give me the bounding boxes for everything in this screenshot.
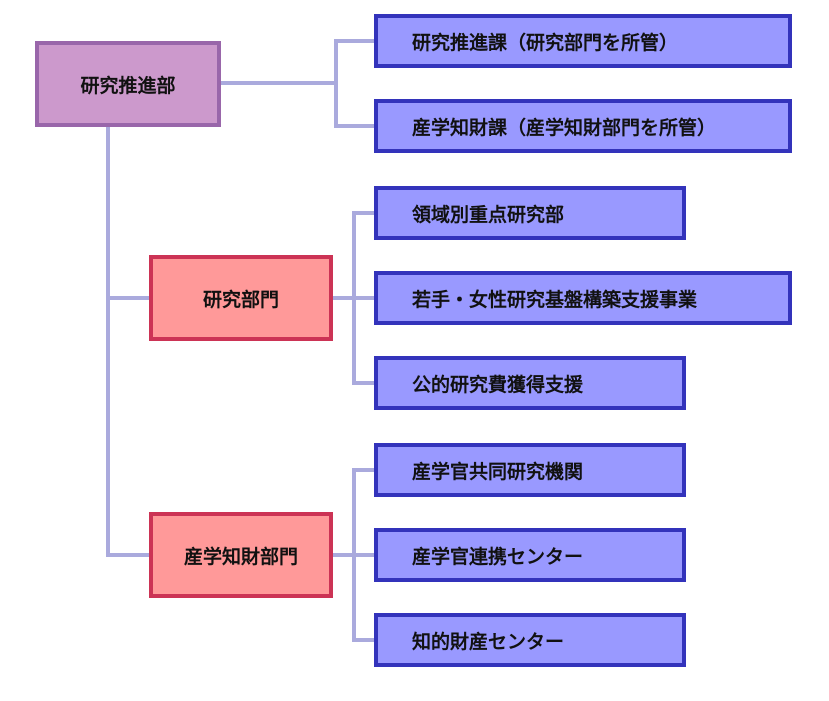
section-node-label: 研究推進課（研究部門を所管）: [412, 31, 679, 54]
unit-node-1-1: 領域別重点研究部: [374, 186, 686, 240]
section-node-1: 研究推進課（研究部門を所管）: [374, 14, 792, 68]
unit-node-label: 産学官共同研究機関: [412, 460, 584, 483]
department-node-label: 産学知財部門: [183, 545, 298, 568]
root-node-label: 研究推進部: [80, 74, 176, 97]
section-node-label: 産学知財課（産学知財部門を所管）: [412, 116, 717, 139]
unit-node-1-3: 公的研究費獲得支援: [374, 356, 686, 410]
unit-node-2-2: 産学官連携センター: [374, 528, 686, 582]
unit-node-2-3: 知的財産センター: [374, 613, 686, 667]
unit-node-label: 若手・女性研究基盤構築支援事業: [412, 288, 698, 311]
unit-node-1-2: 若手・女性研究基盤構築支援事業: [374, 271, 792, 325]
department-node-2: 産学知財部門: [149, 512, 333, 598]
unit-node-label: 知的財産センター: [412, 630, 565, 653]
department-node-label: 研究部門: [202, 288, 279, 311]
unit-node-label: 公的研究費獲得支援: [412, 373, 584, 396]
unit-node-label: 領域別重点研究部: [412, 203, 565, 226]
unit-node-2-1: 産学官共同研究機関: [374, 443, 686, 497]
unit-node-label: 産学官連携センター: [412, 545, 584, 568]
section-node-2: 産学知財課（産学知財部門を所管）: [374, 99, 792, 153]
department-node-1: 研究部門: [149, 255, 333, 341]
root-node: 研究推進部: [35, 41, 221, 127]
